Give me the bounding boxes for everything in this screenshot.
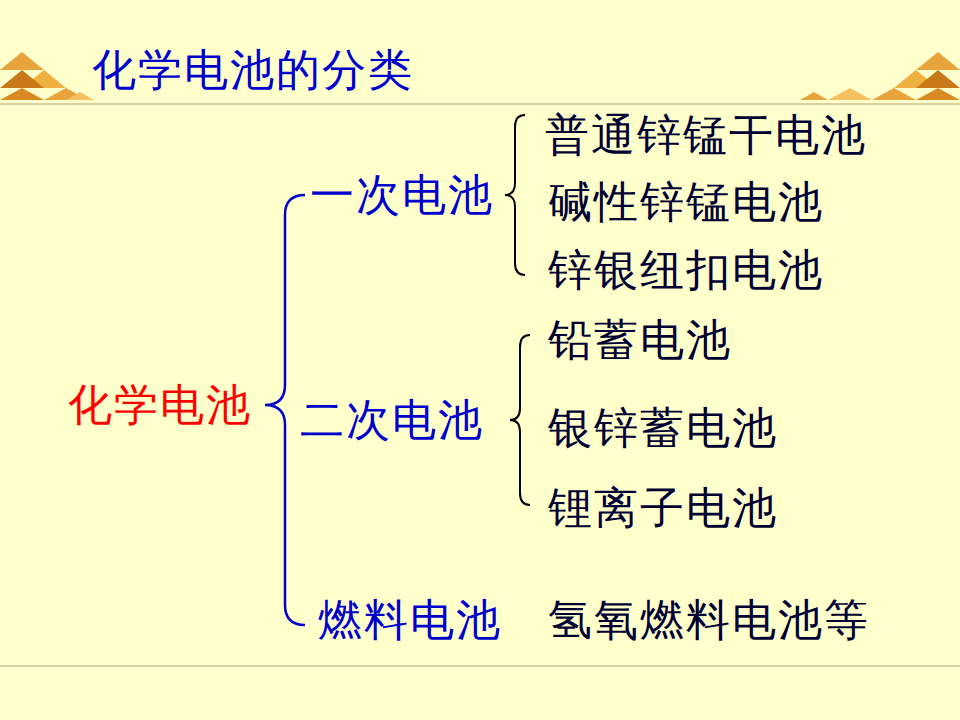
- item-label: 银锌蓄电池: [548, 402, 778, 455]
- item-label: 氢氧燃料电池等: [548, 594, 870, 647]
- item-label: 锂离子电池: [548, 482, 778, 535]
- category-label: 一次电池: [310, 169, 494, 222]
- item-label: 碱性锌锰电池: [548, 176, 824, 229]
- category-label: 二次电池: [300, 394, 484, 447]
- small-brace: [510, 335, 530, 505]
- rule-line: [0, 103, 960, 105]
- big-brace: [265, 195, 305, 625]
- item-label: 铅蓄电池: [548, 314, 732, 367]
- slide-title: 化学电池的分类: [92, 44, 414, 97]
- item-label: 锌银纽扣电池: [548, 244, 824, 297]
- small-brace: [505, 115, 525, 275]
- category-label: 燃料电池: [318, 594, 502, 647]
- item-label: 普通锌锰干电池: [545, 109, 867, 162]
- root-label: 化学电池: [68, 379, 252, 432]
- rule-line: [0, 665, 960, 667]
